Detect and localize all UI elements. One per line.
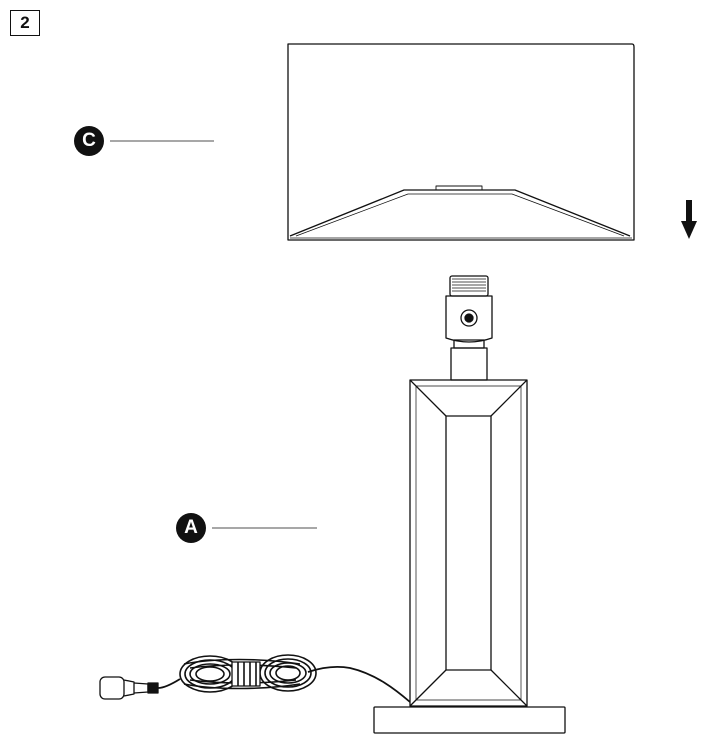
lamp-base	[373, 379, 566, 734]
socket-fitting	[445, 275, 493, 381]
step-number: 2	[10, 10, 40, 36]
arrow-down-icon	[681, 200, 697, 239]
power-cord	[307, 665, 411, 703]
plug-icon	[99, 676, 159, 700]
lamp-shade	[287, 43, 635, 241]
callout-c-badge: C	[74, 126, 104, 156]
plug-cord	[157, 678, 181, 689]
callout-a-badge: A	[176, 513, 206, 543]
coiled-cord	[179, 654, 317, 693]
